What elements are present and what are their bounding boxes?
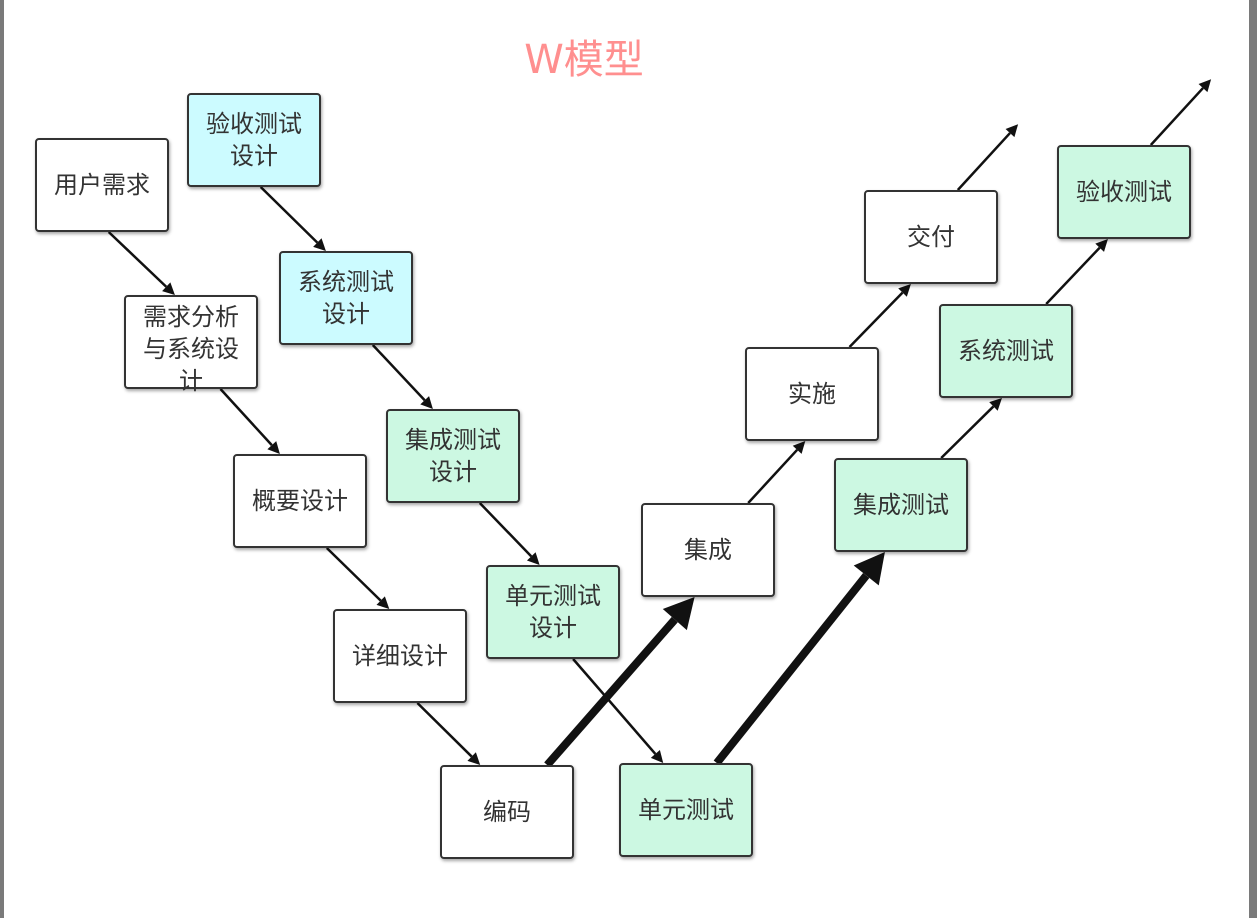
- arrowhead-icon: [853, 552, 885, 586]
- edge-acceptance-test-out: [1149, 79, 1212, 146]
- node-label: 用户需求: [54, 171, 150, 199]
- edge-line: [371, 344, 426, 402]
- arrowhead-icon: [662, 597, 695, 631]
- node-label: 实施: [788, 380, 836, 408]
- edge-line: [478, 502, 533, 558]
- node-label: 概要设计: [252, 487, 348, 515]
- edge-acceptance-test-design-to-system-test-design: [259, 186, 326, 251]
- diagram-links: [107, 79, 1212, 768]
- edge-implementation-to-delivery: [848, 284, 911, 348]
- node-label: 集成: [684, 536, 732, 564]
- edge-integration-test-to-system-test: [940, 398, 1002, 459]
- arrowhead-icon: [1095, 239, 1108, 252]
- edge-requirements-analysis-to-high-level-design: [219, 388, 280, 454]
- node-user-requirements: 用户需求: [35, 138, 169, 232]
- arrowhead-icon: [313, 238, 326, 251]
- node-label: 需求分析与系统设计: [143, 303, 239, 395]
- arrowhead-icon: [1198, 79, 1212, 93]
- node-delivery: 交付: [864, 190, 998, 284]
- edge-line: [544, 616, 678, 768]
- arrowhead-icon: [162, 282, 175, 295]
- node-implementation: 实施: [745, 347, 879, 441]
- edge-line: [259, 186, 319, 244]
- edge-line: [940, 405, 995, 459]
- edge-line: [747, 448, 799, 504]
- node-integration-test: 集成测试: [834, 458, 968, 552]
- node-integration: 集成: [641, 503, 775, 597]
- arrowhead-icon: [420, 396, 433, 409]
- arrowhead-icon: [1005, 124, 1019, 138]
- diagram-canvas: W模型 用户需求 需求分析与系统设计 概要设计 详细设计 编码 集成 实施 交付…: [4, 0, 1249, 918]
- node-label: 集成测试设计: [405, 426, 501, 486]
- node-unit-test: 单元测试: [619, 763, 753, 857]
- node-detailed-design: 详细设计: [333, 609, 467, 703]
- arrowhead-icon: [467, 752, 481, 765]
- edge-line: [848, 291, 904, 348]
- edge-line: [713, 572, 870, 766]
- node-label: 集成测试: [853, 491, 949, 519]
- edge-line: [956, 132, 1011, 191]
- arrowhead-icon: [267, 441, 280, 454]
- arrowhead-icon: [792, 441, 806, 454]
- node-label: 单元测试设计: [505, 582, 601, 642]
- node-label: 编码: [483, 798, 531, 826]
- edge-line: [1045, 246, 1101, 305]
- node-requirements-analysis: 需求分析与系统设计: [124, 295, 258, 395]
- edge-line: [572, 658, 657, 755]
- node-system-test: 系统测试: [939, 304, 1073, 398]
- arrowhead-icon: [376, 596, 390, 609]
- edge-line: [416, 702, 473, 758]
- edge-line: [1149, 87, 1204, 146]
- edge-unit-test-to-integration-test: [713, 552, 885, 766]
- diagram-title: W模型: [524, 37, 644, 83]
- arrowhead-icon: [898, 284, 911, 297]
- edge-detailed-design-to-coding: [416, 702, 481, 765]
- node-integration-test-design: 集成测试设计: [386, 409, 520, 503]
- node-label: 交付: [907, 223, 955, 251]
- node-label: 验收测试设计: [206, 110, 302, 170]
- node-label: 详细设计: [352, 642, 448, 670]
- edge-integration-test-design-to-unit-test-design: [478, 502, 540, 565]
- edge-unit-test-design-to-unit-test: [572, 658, 664, 763]
- arrowhead-icon: [526, 552, 540, 565]
- edge-integration-to-implementation: [747, 441, 806, 504]
- edge-delivery-out: [956, 124, 1019, 191]
- edge-line: [219, 388, 273, 446]
- edge-high-level-design-to-detailed-design: [325, 547, 390, 609]
- node-coding: 编码: [440, 765, 574, 859]
- node-acceptance-test-design: 验收测试设计: [187, 93, 321, 187]
- arrowhead-icon: [989, 398, 1002, 411]
- node-high-level-design: 概要设计: [233, 454, 367, 548]
- node-acceptance-test: 验收测试: [1057, 145, 1191, 239]
- node-unit-test-design: 单元测试设计: [486, 565, 620, 659]
- node-label: 单元测试: [638, 796, 734, 824]
- edge-user-requirements-to-requirements-analysis: [107, 231, 175, 295]
- node-label: 系统测试设计: [298, 268, 394, 328]
- edge-line: [107, 231, 168, 288]
- edge-line: [325, 547, 382, 602]
- edge-system-test-design-to-integration-test-design: [371, 344, 433, 409]
- edge-coding-to-integration: [544, 597, 695, 768]
- arrowhead-icon: [650, 750, 664, 763]
- node-system-test-design: 系统测试设计: [279, 251, 413, 345]
- node-label: 验收测试: [1076, 178, 1172, 206]
- edge-system-test-to-acceptance-test: [1045, 239, 1108, 305]
- node-label: 系统测试: [958, 337, 1054, 365]
